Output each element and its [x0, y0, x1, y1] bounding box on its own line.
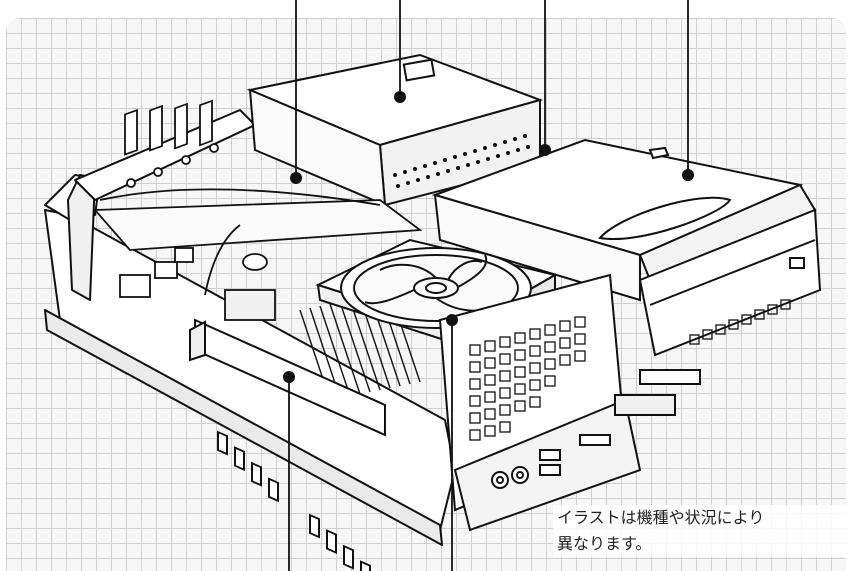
callout-dot-bottom-2 [446, 314, 458, 326]
callout-dot-top-4 [682, 169, 694, 181]
front-panel [438, 273, 701, 532]
callout-dot-top-2 [394, 91, 406, 103]
drive-bay [431, 138, 822, 357]
slot-covers [124, 99, 219, 188]
callout-leaders [288, 0, 689, 571]
psu-vents [393, 134, 530, 188]
callout-dot-top-3 [539, 144, 551, 156]
callout-dots [283, 91, 694, 383]
illustration-note: イラストは機種や状況により 異なります。 [553, 505, 849, 557]
note-line-1: イラストは機種や状況により [557, 508, 765, 527]
callout-dot-top-1 [290, 172, 302, 184]
note-line-2: 異なります。 [557, 534, 652, 553]
callout-dot-bottom-1 [283, 371, 295, 383]
front-vents [469, 299, 791, 441]
